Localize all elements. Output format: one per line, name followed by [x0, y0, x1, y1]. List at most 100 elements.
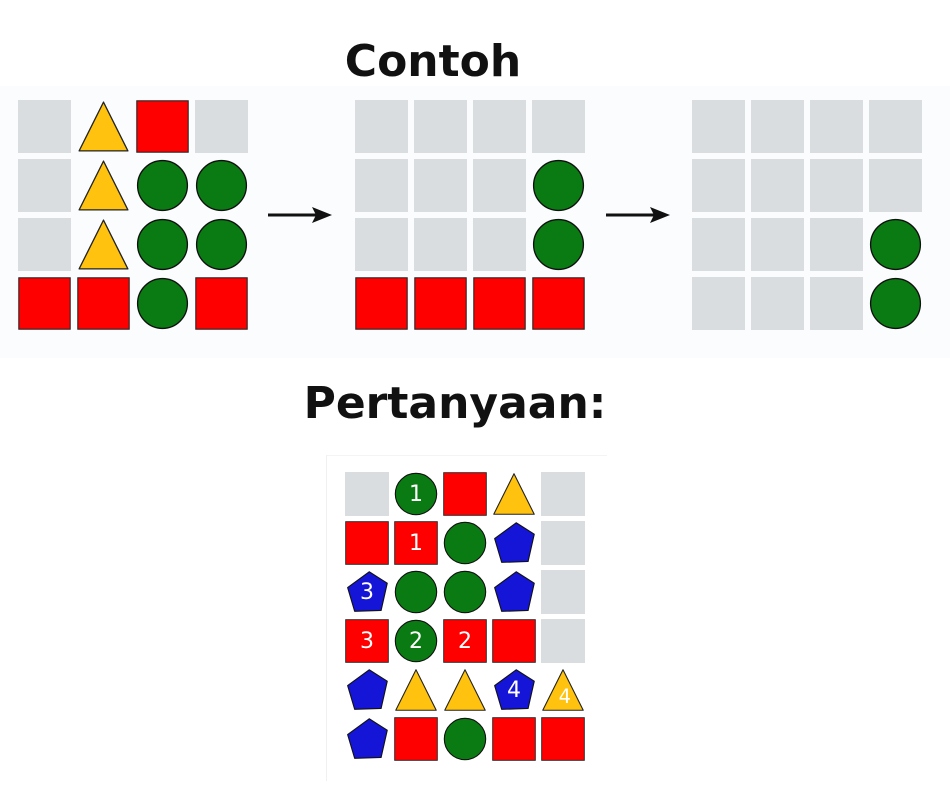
empty-cell: [473, 159, 526, 212]
pentagon-shape: [347, 718, 388, 759]
circle-cell: [443, 570, 487, 614]
cell-number-label: 2: [409, 629, 423, 654]
empty-cell: [869, 100, 922, 153]
empty-cell: [414, 159, 467, 212]
square-cell: [77, 277, 130, 330]
question-title: Pertanyaan:: [303, 378, 607, 429]
square-shape: [443, 472, 487, 516]
circle-cell: [136, 159, 189, 212]
triangle-cell: [492, 472, 536, 516]
empty-cell: [532, 100, 585, 153]
circle-shape: [443, 717, 487, 761]
square-shape: [492, 619, 536, 663]
arrow-right-icon: [268, 207, 332, 223]
triangle-shape: [493, 473, 535, 515]
square-cell: [532, 277, 585, 330]
circle-shape: [869, 218, 922, 271]
triangle-cell: [443, 668, 487, 712]
circle-shape: [136, 277, 189, 330]
circle-cell: [532, 159, 585, 212]
pentagon-cell: [345, 668, 389, 712]
triangle-shape: [78, 219, 129, 270]
circle-cell: 2: [394, 619, 438, 663]
empty-shape: [810, 277, 863, 330]
square-shape: [355, 277, 408, 330]
square-cell: [492, 619, 536, 663]
circle-cell: [195, 218, 248, 271]
square-cell: [136, 100, 189, 153]
empty-shape: [692, 100, 745, 153]
circle-shape: [136, 218, 189, 271]
pentagon-shape: [494, 571, 535, 612]
triangle-cell: [77, 100, 130, 153]
square-cell: [443, 472, 487, 516]
empty-shape: [355, 100, 408, 153]
empty-cell: [355, 218, 408, 271]
empty-cell: [692, 277, 745, 330]
empty-shape: [473, 100, 526, 153]
empty-shape: [541, 570, 585, 614]
empty-shape: [869, 100, 922, 153]
circle-cell: 1: [394, 472, 438, 516]
empty-cell: [541, 521, 585, 565]
empty-cell: [414, 218, 467, 271]
empty-cell: [869, 159, 922, 212]
pentagon-cell: [492, 570, 536, 614]
empty-shape: [692, 159, 745, 212]
square-shape: [492, 717, 536, 761]
square-shape: [532, 277, 585, 330]
empty-shape: [345, 472, 389, 516]
empty-shape: [751, 218, 804, 271]
empty-cell: [541, 570, 585, 614]
circle-cell: [394, 570, 438, 614]
empty-cell: [355, 159, 408, 212]
pentagon-shape: [347, 571, 388, 612]
empty-cell: [541, 619, 585, 663]
square-cell: [473, 277, 526, 330]
circle-cell: [136, 218, 189, 271]
empty-cell: [473, 218, 526, 271]
empty-shape: [355, 218, 408, 271]
triangle-cell: [77, 218, 130, 271]
cell-number-label: 4: [507, 678, 521, 703]
empty-shape: [414, 100, 467, 153]
empty-shape: [541, 472, 585, 516]
empty-shape: [810, 218, 863, 271]
empty-cell: [541, 472, 585, 516]
empty-cell: [751, 159, 804, 212]
triangle-shape: [78, 101, 129, 152]
pentagon-shape: [494, 522, 535, 563]
empty-shape: [751, 100, 804, 153]
square-cell: 2: [443, 619, 487, 663]
empty-shape: [18, 100, 71, 153]
pentagon-cell: [492, 521, 536, 565]
circle-shape: [195, 159, 248, 212]
empty-cell: [345, 472, 389, 516]
empty-cell: [18, 100, 71, 153]
empty-cell: [810, 159, 863, 212]
circle-shape: [443, 570, 487, 614]
circle-cell: [869, 218, 922, 271]
empty-shape: [692, 277, 745, 330]
empty-shape: [473, 159, 526, 212]
circle-cell: [195, 159, 248, 212]
pentagon-cell: 4: [492, 668, 536, 712]
empty-cell: [810, 100, 863, 153]
empty-cell: [692, 159, 745, 212]
empty-cell: [195, 100, 248, 153]
square-cell: [18, 277, 71, 330]
square-shape: [443, 619, 487, 663]
circle-cell: [443, 717, 487, 761]
cell-number-label: 4: [559, 685, 571, 708]
example-title: Contoh: [344, 36, 522, 87]
empty-shape: [751, 277, 804, 330]
circle-cell: [443, 521, 487, 565]
circle-shape: [443, 521, 487, 565]
empty-shape: [692, 218, 745, 271]
empty-cell: [751, 218, 804, 271]
cell-number-label: 1: [409, 482, 423, 507]
square-shape: [414, 277, 467, 330]
cell-number-label: 1: [409, 531, 423, 556]
circle-shape: [394, 472, 438, 516]
circle-shape: [394, 570, 438, 614]
